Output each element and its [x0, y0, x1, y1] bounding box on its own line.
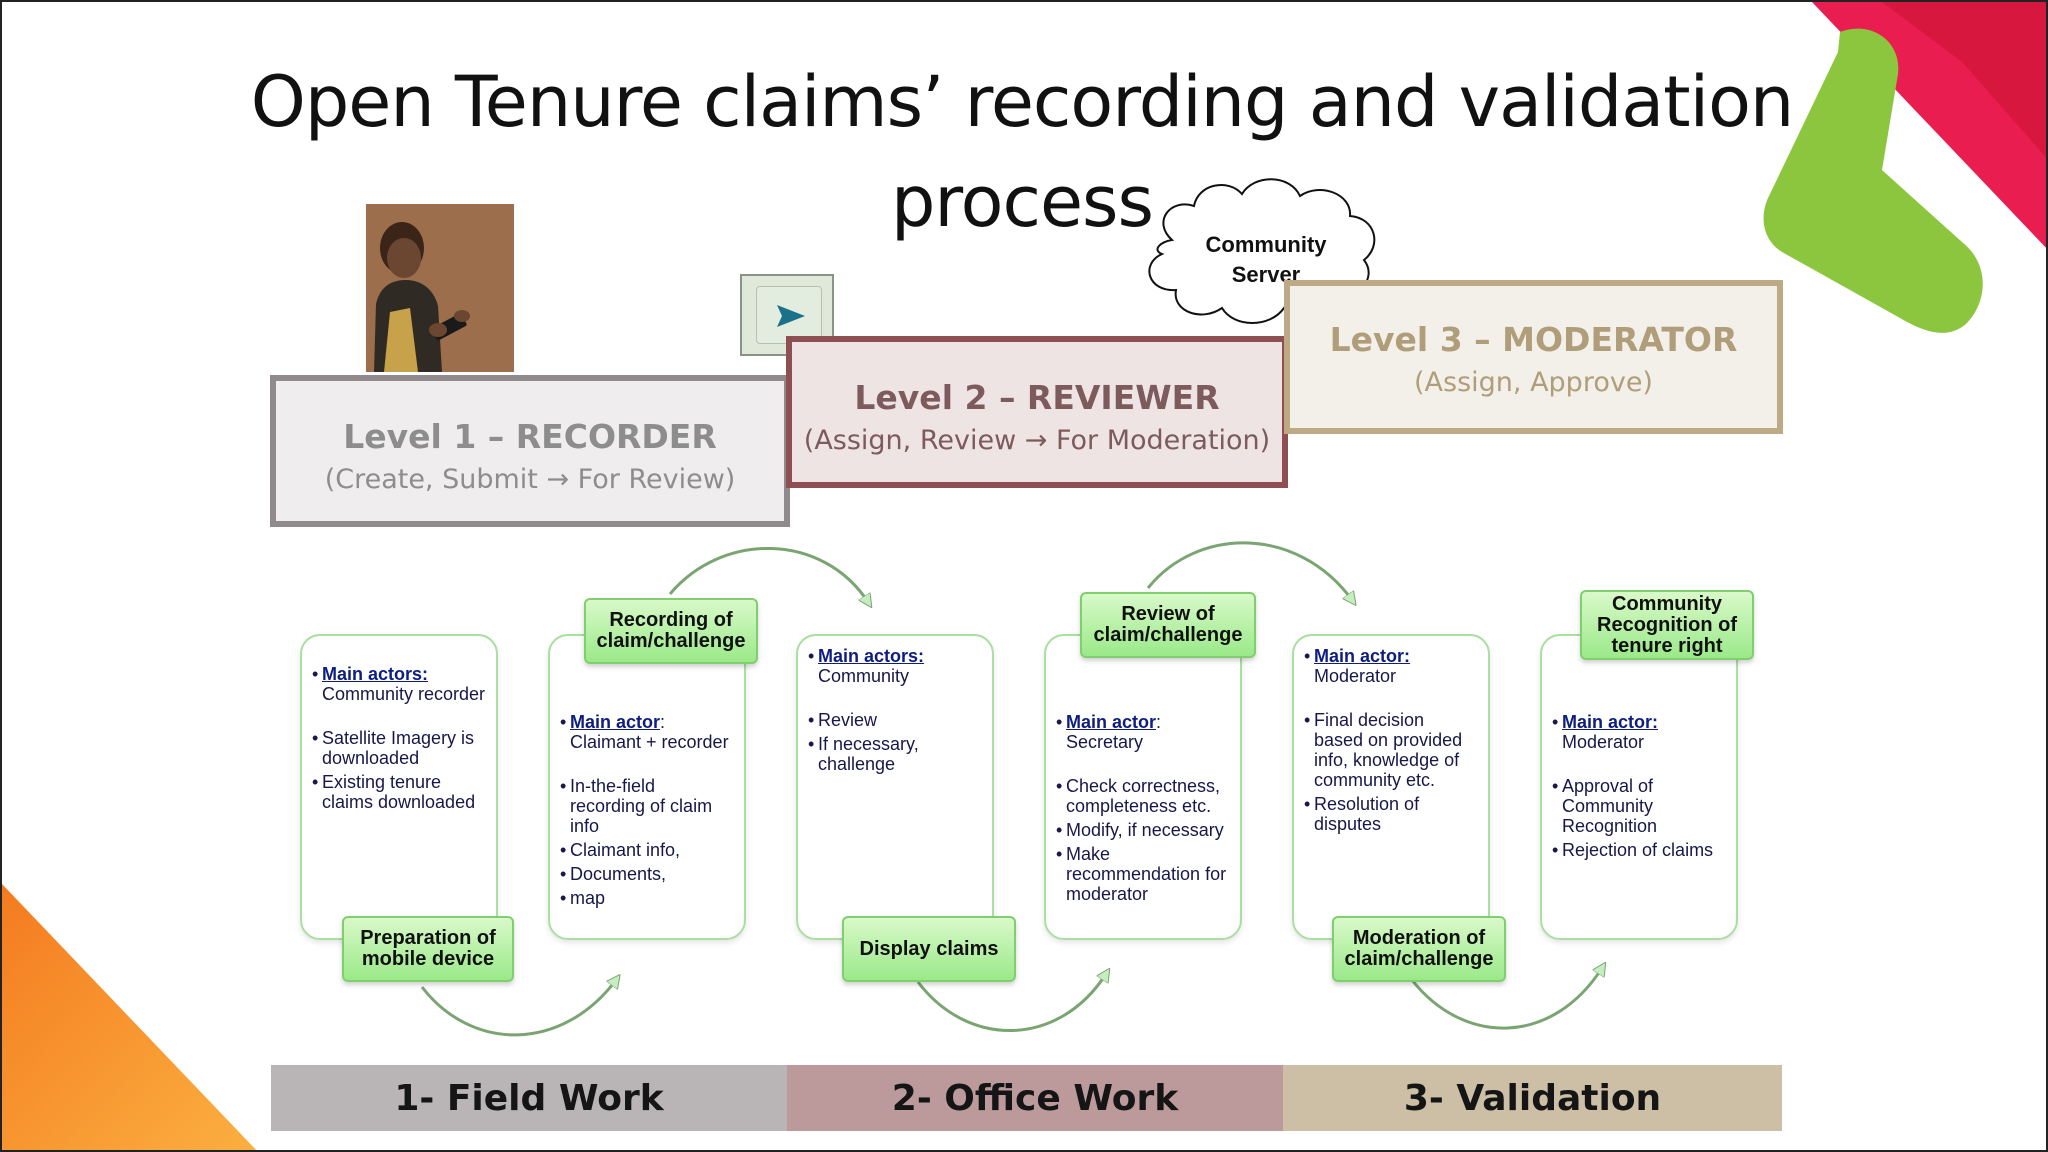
- list-item: If necessary, challenge: [808, 734, 982, 774]
- level-1-recorder-box: Level 1 – RECORDER (Create, Submit → For…: [270, 375, 790, 527]
- list-item: Check correctness, completeness etc.: [1056, 776, 1230, 816]
- step-tag-recognition: Community Recognition of tenure right: [1580, 590, 1754, 660]
- list-item: Claimant info,: [560, 840, 734, 860]
- level-title: Level 2 – REVIEWER: [854, 378, 1220, 417]
- step-card-preparation: Main actors:Community recorder Satellite…: [300, 634, 498, 940]
- level-3-moderator-box: Level 3 – MODERATOR (Assign, Approve): [1284, 280, 1783, 434]
- actor-name: Community: [818, 666, 910, 686]
- actor-name: Secretary: [1066, 732, 1144, 752]
- arrow-top-1: [668, 546, 868, 602]
- list-item: Final decision based on provided info, k…: [1304, 710, 1478, 790]
- actor-label: Main actor:: [1314, 646, 1411, 666]
- actor-name: Claimant + recorder: [570, 732, 729, 752]
- orange-triangle-decoration: [2, 884, 257, 1150]
- level-subtitle: (Create, Submit → For Review): [324, 464, 736, 495]
- level-title: Level 3 – MODERATOR: [1329, 320, 1738, 359]
- step-tag-preparation: Preparation of mobile device: [342, 916, 514, 982]
- level-subtitle: (Assign, Approve): [1414, 367, 1653, 398]
- actor-label: Main actor: [570, 712, 661, 732]
- arrow-bottom-2: [916, 974, 1106, 1032]
- list-item: Rejection of claims: [1552, 840, 1726, 860]
- actor-label: Main actor:: [1562, 712, 1659, 732]
- list-item: Review: [808, 710, 982, 730]
- phase-office-work: 2- Office Work: [787, 1065, 1283, 1131]
- list-item: Make recommendation for moderator: [1056, 844, 1230, 904]
- actor-label: Main actors:: [322, 664, 429, 684]
- step-tag-display: Display claims: [842, 916, 1016, 982]
- step-tag-recording: Recording of claim/challenge: [584, 598, 758, 664]
- actor-name: Moderator: [1562, 732, 1645, 752]
- level-title: Level 1 – RECORDER: [343, 417, 717, 456]
- arrow-bottom-1: [420, 980, 616, 1037]
- list-item: In-the-field recording of claim info: [560, 776, 734, 836]
- level-subtitle: (Assign, Review → For Moderation): [803, 425, 1271, 456]
- cloud-line-1: Community: [1205, 232, 1327, 257]
- step-card-recording: Main actor:Claimant + recorder In-the-fi…: [548, 634, 746, 940]
- list-item: map: [560, 888, 734, 908]
- actor-name: Moderator: [1314, 666, 1397, 686]
- list-item: Satellite Imagery is downloaded: [312, 728, 486, 768]
- arrow-bottom-3: [1410, 968, 1602, 1030]
- step-card-recognition: Main actor:Moderator Approval of Communi…: [1540, 634, 1738, 940]
- green-arrow-decoration: [1763, 28, 1983, 333]
- list-item: Resolution of disputes: [1304, 794, 1478, 834]
- list-item: Modify, if necessary: [1056, 820, 1230, 840]
- step-card-moderation: Main actor:Moderator Final decision base…: [1292, 634, 1490, 940]
- phase-validation: 3- Validation: [1283, 1065, 1782, 1131]
- red-band-decoration: [1882, 2, 2046, 158]
- step-card-display: Main actors:Community Review If necessar…: [796, 634, 994, 940]
- phase-field-work: 1- Field Work: [271, 1065, 787, 1131]
- list-item: Approval of Community Recognition: [1552, 776, 1726, 836]
- actor-name: Community recorder: [322, 684, 486, 704]
- list-item: Existing tenure claims downloaded: [312, 772, 486, 812]
- step-tag-moderation: Moderation of claim/challenge: [1332, 916, 1506, 982]
- step-card-review: Main actor:Secretary Check correctness, …: [1044, 634, 1242, 940]
- actor-label: Main actors:: [818, 646, 925, 666]
- send-icon: [777, 305, 805, 327]
- recorder-photo: [366, 204, 514, 372]
- slide-title: Open Tenure claims’ recording and valida…: [250, 61, 1795, 243]
- list-item: Documents,: [560, 864, 734, 884]
- step-tag-review: Review of claim/challenge: [1080, 592, 1256, 658]
- arrow-top-2: [1146, 541, 1352, 600]
- actor-label: Main actor: [1066, 712, 1157, 732]
